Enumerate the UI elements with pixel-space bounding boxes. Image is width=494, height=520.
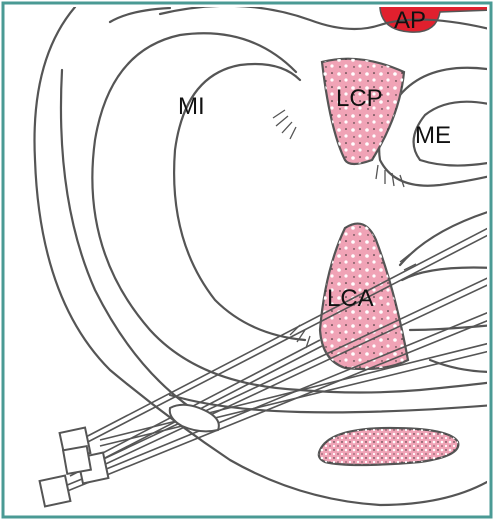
instrument-handles xyxy=(40,428,109,507)
label-medial-meniscus: MI xyxy=(178,93,205,120)
handle-3 xyxy=(40,476,71,507)
label-artery: AP xyxy=(394,7,426,34)
lateral-anterior-lines xyxy=(410,325,494,372)
inner-capsule-line xyxy=(61,70,210,420)
handle-4 xyxy=(63,446,91,474)
capsule-top-line xyxy=(110,8,170,22)
lateral-attachment-fibres xyxy=(376,165,404,187)
label-posterior-cruciate: LCP xyxy=(336,85,383,112)
lateral-anterior-horn xyxy=(402,268,494,281)
label-lateral-meniscus: ME xyxy=(415,122,451,149)
pcl-attachment-fibres xyxy=(273,110,296,139)
label-anterior-cruciate: LCA xyxy=(327,285,374,312)
